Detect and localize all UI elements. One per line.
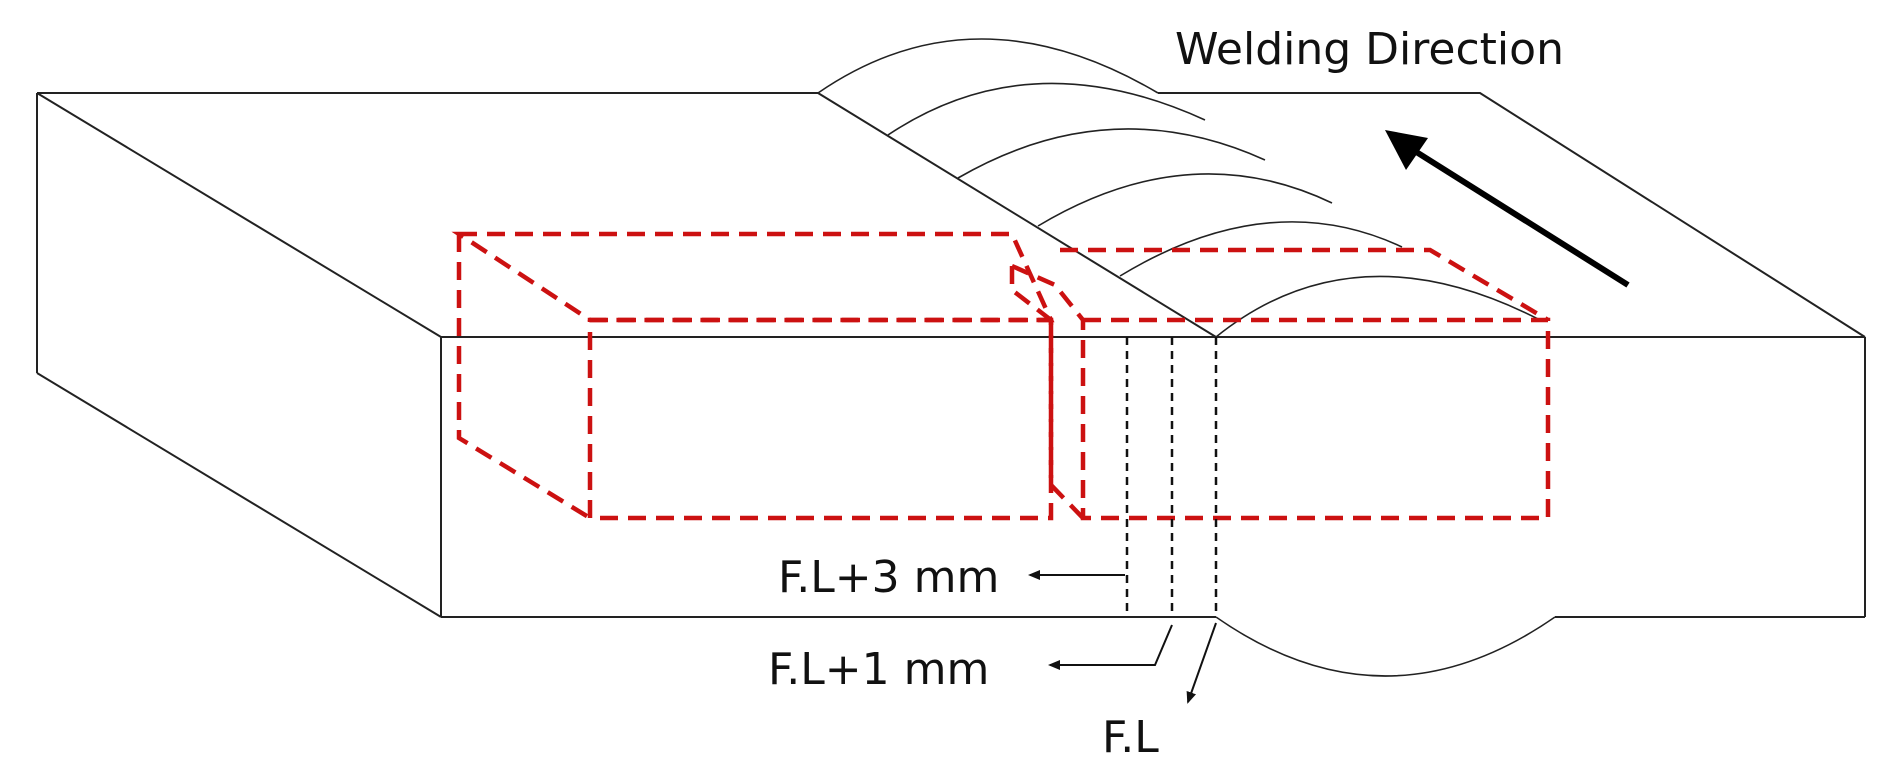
specimen-right-top <box>1060 247 1550 322</box>
weld-root-reinforcement <box>1215 616 1556 677</box>
fl-plus-1-leader <box>1048 624 1173 670</box>
specimen-left-front <box>587 317 1054 521</box>
fl-leader <box>1186 622 1217 704</box>
arrow-head-icon <box>1385 130 1428 170</box>
fl-label: F.L <box>1102 712 1159 763</box>
fl-plus-3-label: F.L+3 mm <box>778 552 999 603</box>
weld-bead <box>817 38 1556 677</box>
weld-ripple-1 <box>887 82 1206 136</box>
specimen-left-side <box>456 234 592 520</box>
specimen-notch-strip <box>1009 263 1085 520</box>
weld-ripple-2 <box>957 128 1266 179</box>
welding-direction-label: Welding Direction <box>1175 24 1564 75</box>
specimen-left-top <box>451 231 1055 323</box>
weld-groove-line <box>817 92 1217 338</box>
specimen-right-front <box>1080 317 1551 521</box>
plate-top-back-edge-right <box>1158 92 1866 338</box>
plate-left-top-edge <box>36 92 442 338</box>
plate-left-bottom-edge <box>36 372 442 618</box>
plate <box>36 92 1866 618</box>
specimen-box-left <box>451 231 1055 521</box>
leader-arrows <box>1028 570 1217 704</box>
fl-plus-1-label: F.L+1 mm <box>768 644 989 695</box>
weld-bead-front-cap <box>1215 275 1541 338</box>
specimen-box-right <box>1060 247 1551 521</box>
weld-ripple-3 <box>1037 173 1333 227</box>
weld-ripple-4 <box>1119 221 1403 277</box>
fusion-line-markers <box>1125 337 1218 617</box>
weld-bead-start-cap <box>817 38 1159 94</box>
welding-direction-arrow <box>1385 130 1630 288</box>
